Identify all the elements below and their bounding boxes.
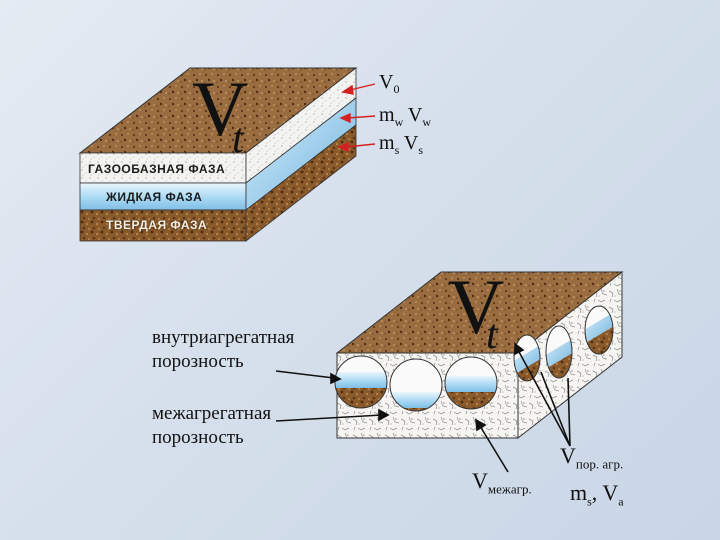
vt-big-letter-2: V: [448, 263, 505, 350]
annotation-arrows: [337, 83, 376, 153]
liquid-phase-label: ЖИДКАЯ ФАЗА: [106, 190, 203, 204]
vt-small-letter-2: t: [486, 312, 498, 358]
v0-label: V0: [379, 71, 400, 96]
pore-side-1: [513, 334, 541, 382]
v-pore-agg-label: Vпор. агр.: [560, 443, 624, 472]
liquid-layer-front: [79, 182, 247, 211]
inter-aggregate-porosity-label: межагрегатная порозность: [152, 403, 272, 448]
ms-va-label: ms, Va: [570, 480, 624, 509]
pointer-lines: [275, 342, 571, 473]
intra-aggregate-porosity-label: внутриагрегатная порозность: [152, 327, 295, 372]
vt-big-letter-1: V: [192, 65, 249, 152]
solid-layer-front: [79, 209, 247, 242]
pore-front-2: [389, 358, 443, 412]
solid-phase-label: ТВЕРДАЯ ФАЗА: [106, 218, 208, 232]
pore-front-3: [444, 356, 498, 410]
pore-side-3: [584, 305, 614, 355]
layered-block: [78, 67, 376, 242]
v-inter-agg-label: Vмежагр.: [472, 468, 532, 497]
pore-front-1: [334, 355, 388, 409]
gas-layer-front: [79, 152, 247, 184]
mw-vw-label: mw Vw: [379, 104, 431, 129]
vt-small-letter-1: t: [232, 116, 244, 162]
aggregate-block: [275, 270, 624, 473]
gas-phase-label: ГАЗООБАЗНАЯ ФАЗА: [88, 162, 226, 176]
ms-vs-label: ms Vs: [379, 132, 423, 157]
pore-side-2: [545, 325, 573, 379]
